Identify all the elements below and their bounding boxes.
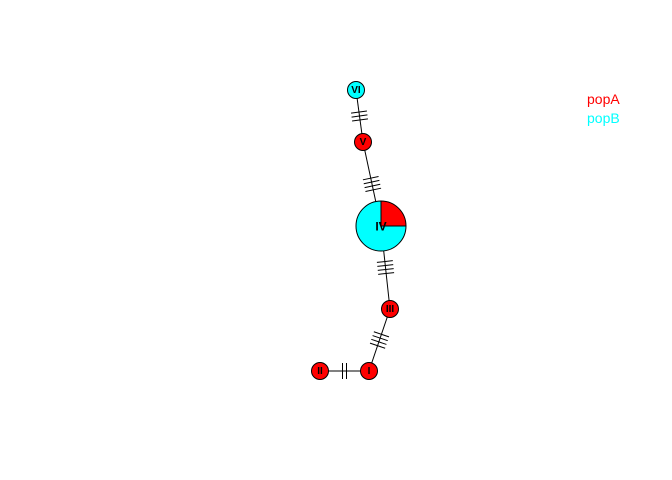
mutation-tick	[377, 268, 394, 271]
node-VI: VI	[347, 81, 365, 99]
pie-slice-popB	[355, 200, 407, 252]
node-III: III	[381, 300, 399, 318]
node-II: II	[311, 362, 329, 380]
pie-slice-popA	[380, 200, 407, 227]
node-circle	[311, 362, 329, 380]
node-V: V	[354, 133, 372, 151]
mutation-tick	[373, 331, 390, 338]
node-circle	[360, 362, 378, 380]
link-I-III	[368, 308, 391, 372]
mutation-tick	[352, 118, 369, 122]
mutation-tick	[365, 187, 382, 193]
mutation-tick	[371, 338, 387, 345]
node-label: II	[317, 366, 323, 377]
mutation-tick	[364, 183, 381, 189]
legend-item-popA: popA	[587, 91, 620, 107]
mutation-tick	[377, 264, 394, 267]
legend: popA popB	[587, 90, 620, 128]
mutation-tick	[362, 175, 379, 181]
node-label: IV	[375, 220, 386, 234]
node-IV: IV	[355, 200, 407, 252]
mutation-tick	[351, 114, 368, 118]
mutation-tick	[369, 342, 386, 349]
node-label: I	[368, 366, 371, 377]
node-label: III	[386, 304, 395, 315]
node-I: I	[360, 362, 378, 380]
mutation-tick	[376, 260, 393, 263]
legend-item-popB: popB	[587, 110, 620, 126]
node-label: VI	[351, 85, 361, 96]
mutation-tick	[363, 179, 380, 185]
node-label: V	[360, 137, 367, 148]
node-circle	[347, 81, 365, 99]
node-circle	[354, 133, 372, 151]
mutation-tick	[350, 110, 367, 114]
node-circle	[381, 300, 399, 318]
mutation-tick	[378, 272, 395, 275]
mutation-tick	[372, 335, 388, 342]
